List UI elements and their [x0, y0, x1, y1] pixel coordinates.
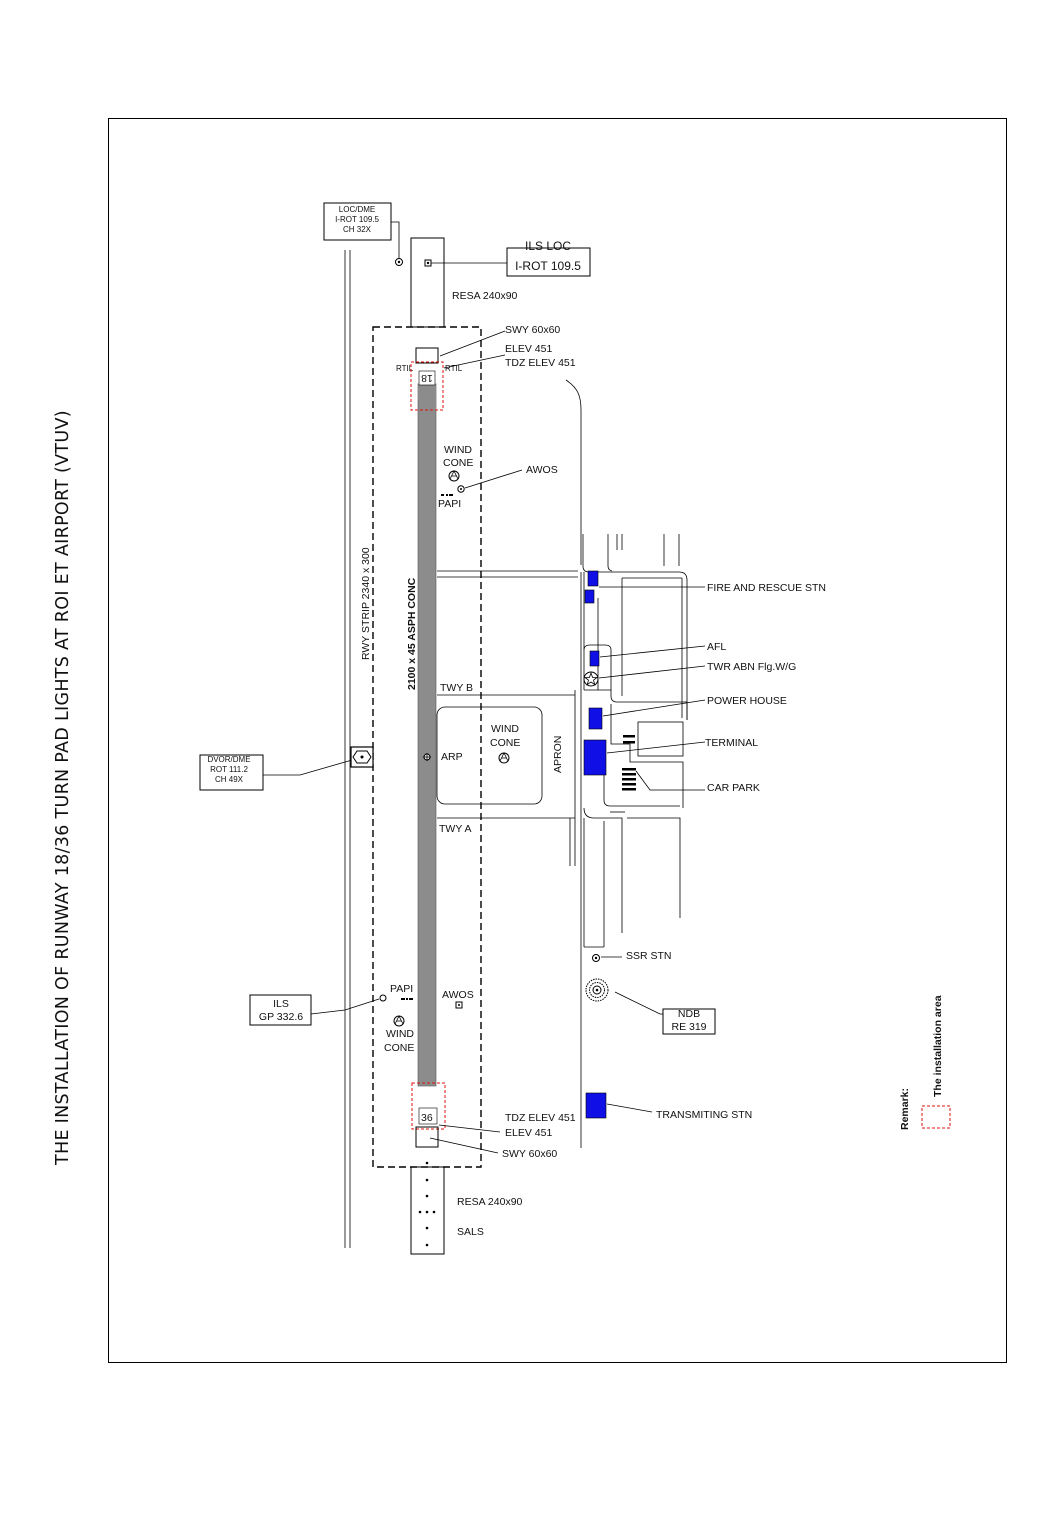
power-house-label: POWER HOUSE [707, 695, 787, 707]
ndb-box [662, 1008, 716, 1035]
resa-north [410, 237, 445, 328]
ils-gp-line2: GP 332.6 [259, 1011, 303, 1023]
control-tower-icon [583, 671, 599, 687]
wind-cone-apron-line2: CONE [490, 737, 520, 749]
swy-south-label: SWY 60x60 [502, 1148, 557, 1160]
transmitting-building [585, 1092, 607, 1119]
runway-end-18: 18 [421, 372, 433, 384]
ils-gp-line1: ILS [273, 998, 289, 1010]
ssr-icon [592, 954, 600, 962]
terminal-building [583, 739, 607, 776]
ndb-line1: NDB [678, 1008, 700, 1020]
legend-installation-area: The installation area [932, 995, 944, 1097]
ils-loc-box [506, 247, 591, 277]
twy-b-label: TWY B [440, 682, 473, 694]
stopway-north [415, 347, 439, 364]
turn-pad-north [418, 384, 436, 410]
fire-station-building [587, 570, 599, 587]
dvor-dme-line3: CH 49X [215, 775, 244, 784]
arp-icon [423, 753, 431, 761]
afl-building [589, 650, 600, 667]
tdz-north-label: TDZ ELEV 451 [505, 357, 576, 369]
runway-strip-label: RWY STRIP 2340 x 300 [360, 547, 372, 660]
resa-south [410, 1166, 445, 1255]
arp-label: ARP [441, 751, 463, 763]
stopway-south [415, 1126, 439, 1148]
chart-title: THE INSTALLATION OF RUNWAY 18/36 TURN PA… [53, 410, 73, 1166]
car-park-stalls [622, 735, 636, 791]
ils-loc-icon [424, 259, 432, 267]
dvor-dme-line1: DVOR/DME [207, 755, 250, 764]
car-park-label: CAR PARK [707, 782, 760, 794]
loc-dme-line3: CH 32X [343, 225, 372, 234]
terminal-label: TERMINAL [705, 737, 758, 749]
papi-south-lights [401, 998, 413, 1000]
legend-remark: Remark: [899, 1088, 911, 1130]
tdz-south-label: TDZ ELEV 451 [505, 1112, 576, 1124]
awos-south-icon [455, 1001, 463, 1009]
twr-abn-label: TWR ABN Flg.W/G [707, 661, 796, 673]
resa-south-label: RESA 240x90 [457, 1196, 523, 1208]
ndb-line2: RE 319 [671, 1021, 706, 1033]
ils-gp-box [249, 994, 312, 1026]
legend-red-box [921, 1105, 951, 1129]
wind-cone-south-icon [393, 1015, 405, 1027]
loc-dme-box [323, 202, 392, 241]
transmitting-label: TRANSMITING STN [656, 1109, 752, 1121]
dvor-dme-line2: ROT 111.2 [210, 765, 248, 774]
papi-south-label: PAPI [390, 983, 413, 995]
ssr-label: SSR STN [626, 950, 672, 962]
ils-gp-icon [379, 994, 387, 1002]
loc-dme-line2: I-ROT 109.5 [335, 215, 379, 224]
power-house-building [588, 707, 603, 730]
papi-north-label: PAPI [438, 498, 461, 510]
fire-station-annex [584, 589, 595, 604]
wind-cone-apron-icon [498, 752, 510, 764]
dvor-dme-box [199, 754, 264, 791]
runway-designation: 2100 x 45 ASPH CONC [406, 577, 418, 690]
rtil-left: RTIL [396, 364, 414, 373]
twy-a-label: TWY A [439, 823, 471, 835]
chart-frame [108, 118, 1007, 1363]
wind-cone-apron-line1: WIND [491, 723, 519, 735]
loc-dme-icon [395, 258, 403, 266]
awos-south-label: AWOS [442, 989, 474, 1001]
rtil-right: RTIL [445, 364, 463, 373]
loc-dme-line1: LOC/DME [339, 205, 375, 214]
wind-cone-north-line1: WIND [444, 444, 472, 456]
runway-pavement [417, 383, 437, 1087]
taxiway-apron-network [436, 379, 688, 1148]
wind-cone-south-line2: CONE [384, 1042, 414, 1054]
runway-end-36: 36 [421, 1112, 433, 1124]
wind-cone-north-icon [448, 470, 460, 482]
elev-south-label: ELEV 451 [505, 1127, 552, 1139]
fire-rescue-label: FIRE AND RESCUE STN [707, 582, 826, 594]
dvor-dme-icon [350, 746, 374, 768]
sals-label: SALS [457, 1226, 484, 1238]
sals-lights [418, 1161, 436, 1247]
installation-area-south [411, 1082, 446, 1130]
apron-label: APRON [552, 736, 564, 773]
ndb-icon [585, 978, 609, 1002]
resa-north-label: RESA 240x90 [452, 290, 518, 302]
elev-north-label: ELEV 451 [505, 343, 552, 355]
awos-north-label: AWOS [526, 464, 558, 476]
perimeter-road [344, 250, 351, 1248]
installation-area-north [410, 361, 444, 411]
wind-cone-south-line1: WIND [386, 1028, 414, 1040]
awos-north-icon [457, 485, 465, 493]
swy-north-label: SWY 60x60 [505, 324, 560, 336]
ils-loc-line2: I-ROT 109.5 [515, 259, 581, 273]
papi-north-lights [441, 494, 453, 496]
wind-cone-north-line2: CONE [443, 457, 473, 469]
afl-label: AFL [707, 641, 726, 653]
ils-loc-line1: ILS LOC [525, 239, 571, 253]
